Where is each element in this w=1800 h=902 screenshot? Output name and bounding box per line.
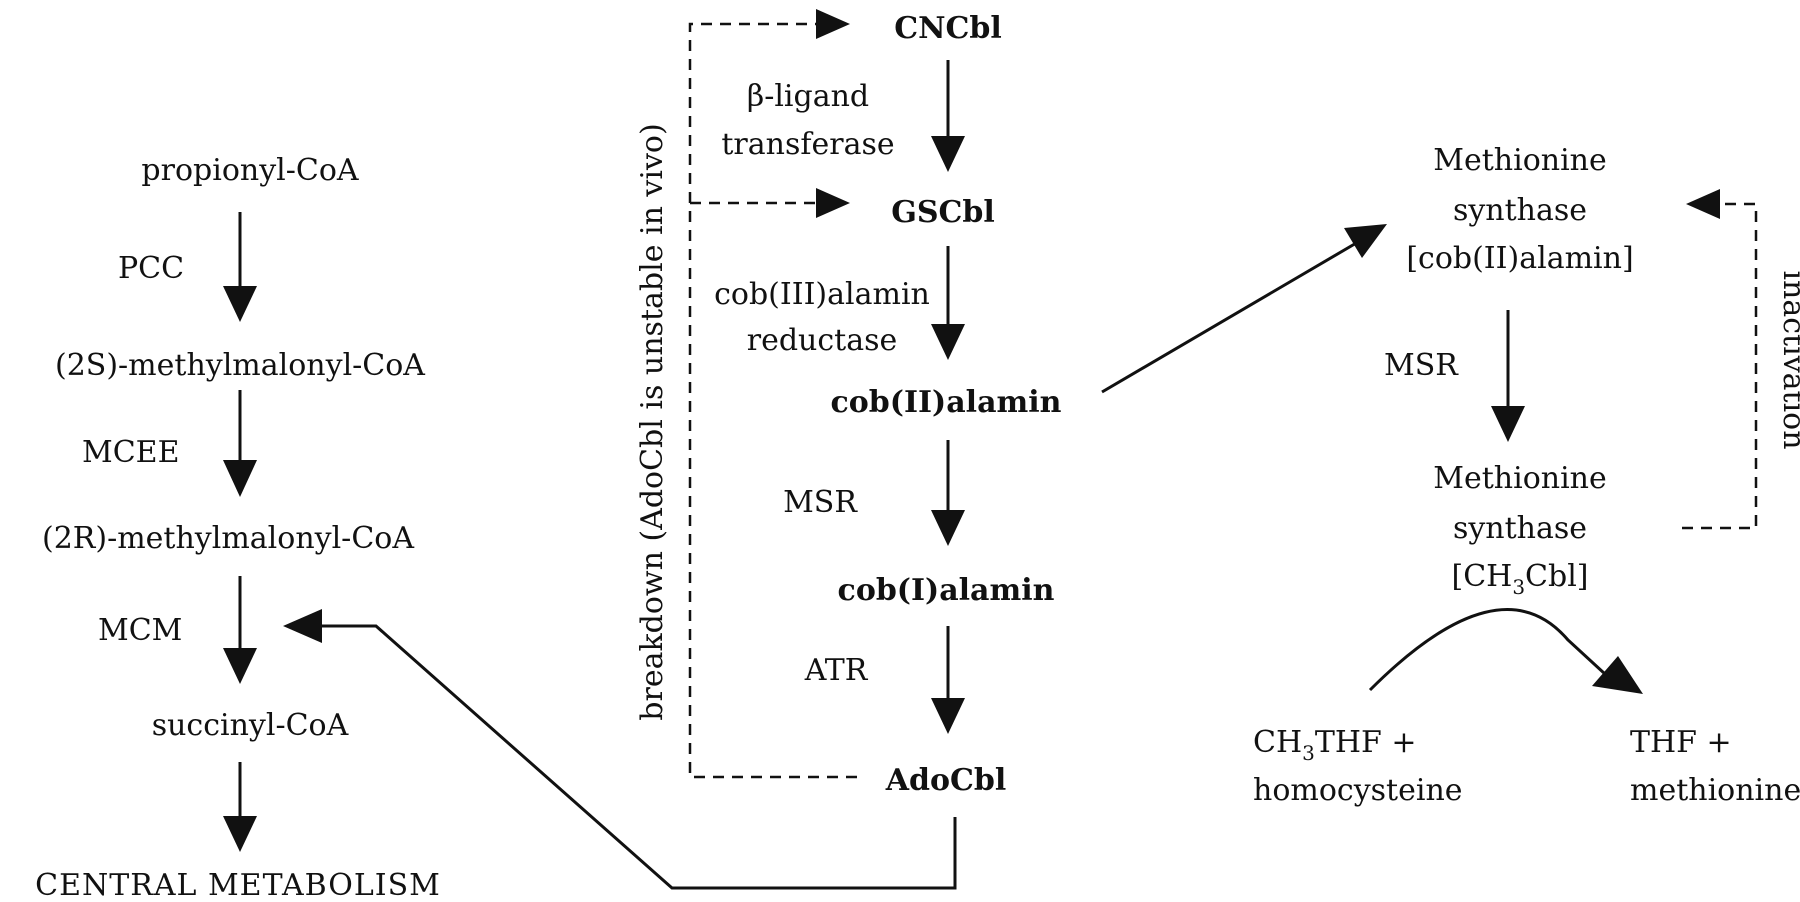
beta-ligand-transferase-label-1: β-ligand — [747, 79, 869, 114]
ms-ch3cbl-label-2: synthase — [1453, 511, 1587, 546]
adocbl-label: AdoCbl — [885, 763, 1007, 798]
arrowhead — [1491, 406, 1525, 442]
arrowhead — [931, 510, 965, 546]
arrowhead — [223, 460, 257, 497]
central-metabolism-label: CENTRAL METABOLISM — [35, 868, 441, 902]
cob-iii-reductase-label-2: reductase — [747, 323, 898, 358]
msr-enzyme-label-middle: MSR — [783, 485, 858, 520]
breakdown-label: breakdown (AdoCbl is unstable in vivo) — [635, 123, 670, 720]
msr-enzyme-label-right: MSR — [1384, 348, 1459, 383]
arrowhead — [931, 136, 965, 172]
substrate-label-2: homocysteine — [1253, 773, 1463, 808]
cob-i-alamin-label: cob(I)alamin — [838, 573, 1055, 608]
arrowhead — [1592, 656, 1643, 694]
propionyl-coa-label: propionyl-CoA — [141, 153, 358, 188]
beta-ligand-transferase-label-2: transferase — [721, 127, 894, 162]
arrowhead — [816, 9, 850, 39]
inactivation-label: inactivation — [1776, 270, 1800, 449]
arrowhead — [223, 648, 257, 684]
breakdown-dashed-line-to-cncbl — [688, 22, 857, 779]
arrowhead — [223, 286, 257, 322]
arrowhead — [1344, 224, 1387, 258]
pcc-enzyme-label: PCC — [118, 251, 184, 286]
gscbl-label: GSCbl — [891, 195, 995, 230]
arrowhead — [223, 816, 257, 852]
mcee-enzyme-label: MCEE — [82, 435, 179, 470]
arrowhead — [931, 698, 965, 734]
inactivation-dashed-line — [1682, 202, 1758, 530]
ms-cob-ii-label-1: Methionine — [1433, 143, 1607, 178]
methylation-reaction-curve — [1368, 608, 1607, 692]
product-label-1: THF + — [1630, 725, 1732, 760]
ms-ch3cbl-label-1: Methionine — [1433, 461, 1607, 496]
mcm-enzyme-label: MCM — [98, 613, 182, 648]
arrow-cob-ii-to-methionine-synthase — [1101, 240, 1359, 394]
arrow-adocbl-to-mcm — [318, 624, 957, 890]
substrate-label-1: CH3THF + — [1253, 725, 1417, 765]
arrowhead — [816, 188, 850, 218]
product-label-2: methionine — [1630, 773, 1800, 808]
cob-ii-alamin-label: cob(II)alamin — [831, 385, 1062, 420]
succinyl-coa-label: succinyl-CoA — [152, 708, 349, 743]
s-methylmalonyl-coa-label: (2S)-methylmalonyl-CoA — [55, 348, 425, 383]
arrowhead — [1686, 189, 1720, 219]
r-methylmalonyl-coa-label: (2R)-methylmalonyl-CoA — [42, 521, 414, 556]
ms-ch3cbl-label-3: [CH3Cbl] — [1451, 559, 1588, 599]
cncbl-label: CNCbl — [894, 11, 1002, 46]
ms-cob-ii-label-2: synthase — [1453, 193, 1587, 228]
arrowhead — [283, 609, 322, 643]
arrowhead — [931, 324, 965, 360]
atr-enzyme-label: ATR — [804, 653, 869, 688]
ms-cob-ii-label-3: [cob(II)alamin] — [1406, 241, 1633, 276]
cob-iii-reductase-label-1: cob(III)alamin — [714, 277, 930, 312]
